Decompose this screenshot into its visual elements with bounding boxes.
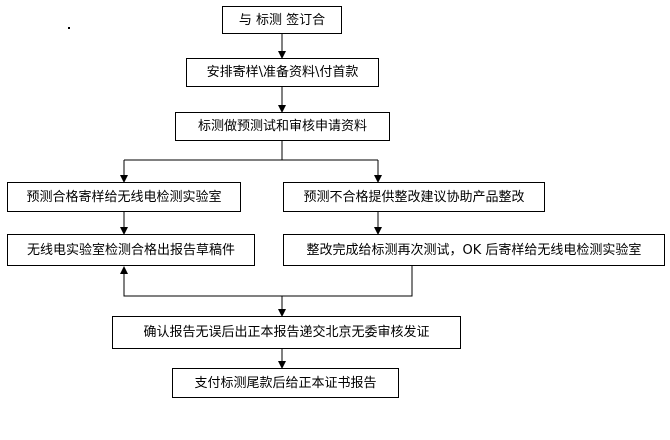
step-pretest-fail-label: 预测不合格提供整改建议协助产品整改: [303, 189, 525, 205]
step-pretest-pass: 预测合格寄样给无线电检测实验室: [7, 182, 241, 212]
stray-mark: [68, 27, 70, 29]
step-arrange-samples: 安排寄样\准备资料\付首款: [186, 58, 379, 87]
step-final-payment: 支付标测尾款后给正本证书报告: [172, 368, 399, 398]
step-lab-draft-report: 无线电实验室检测合格出报告草稿件: [7, 234, 255, 266]
step-retest-ok-label: 整改完成给标测再次测试，OK 后寄样给无线电检测实验室: [306, 242, 642, 258]
step-sign-contract-label: 与 标测 签订合: [238, 12, 326, 28]
step-sign-contract: 与 标测 签订合: [222, 6, 342, 34]
step-pretest-review: 标测做预测试和审核申请资料: [175, 112, 390, 141]
step-final-payment-label: 支付标测尾款后给正本证书报告: [194, 375, 377, 391]
step-arrange-samples-label: 安排寄样\准备资料\付首款: [206, 65, 359, 80]
step-submit-report: 确认报告无误后出正本报告递交北京无委审核发证: [112, 316, 461, 349]
step-submit-report-label: 确认报告无误后出正本报告递交北京无委审核发证: [143, 325, 430, 340]
step-lab-draft-report-label: 无线电实验室检测合格出报告草稿件: [26, 242, 235, 258]
step-pretest-pass-label: 预测合格寄样给无线电检测实验室: [26, 189, 222, 205]
arrow-s7-to-s6: [120, 266, 413, 297]
step-pretest-fail: 预测不合格提供整改建议协助产品整改: [283, 182, 545, 212]
step-retest-ok: 整改完成给标测再次测试，OK 后寄样给无线电检测实验室: [283, 234, 665, 266]
step-pretest-review-label: 标测做预测试和审核申请资料: [197, 119, 367, 134]
